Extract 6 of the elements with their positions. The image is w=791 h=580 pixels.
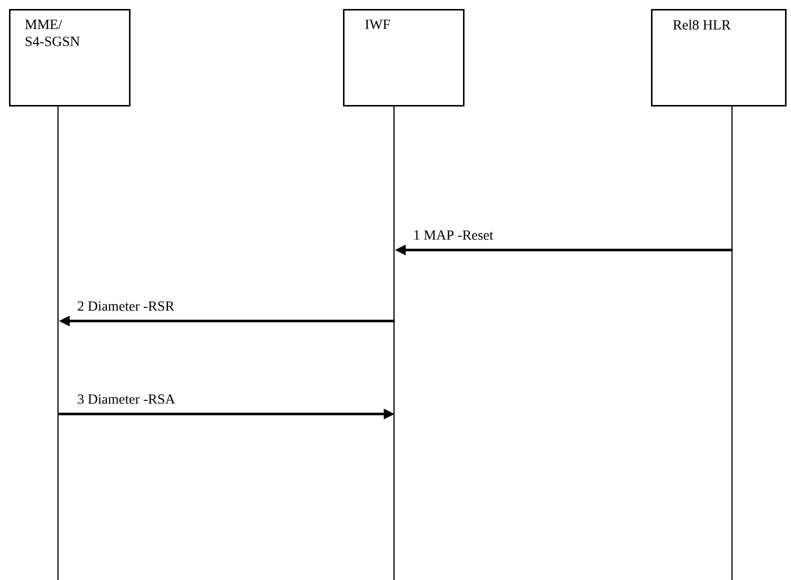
message-label: 2 Diameter -RSR	[78, 301, 174, 311]
participant-box: Rel8 HLR	[651, 9, 787, 106]
message-label: 1 MAP -Reset	[414, 230, 494, 240]
participant-box: IWF	[343, 9, 464, 106]
message-label: 3 Diameter -RSA	[78, 394, 176, 404]
participant-box: MME/ S4-SGSN	[9, 9, 130, 106]
